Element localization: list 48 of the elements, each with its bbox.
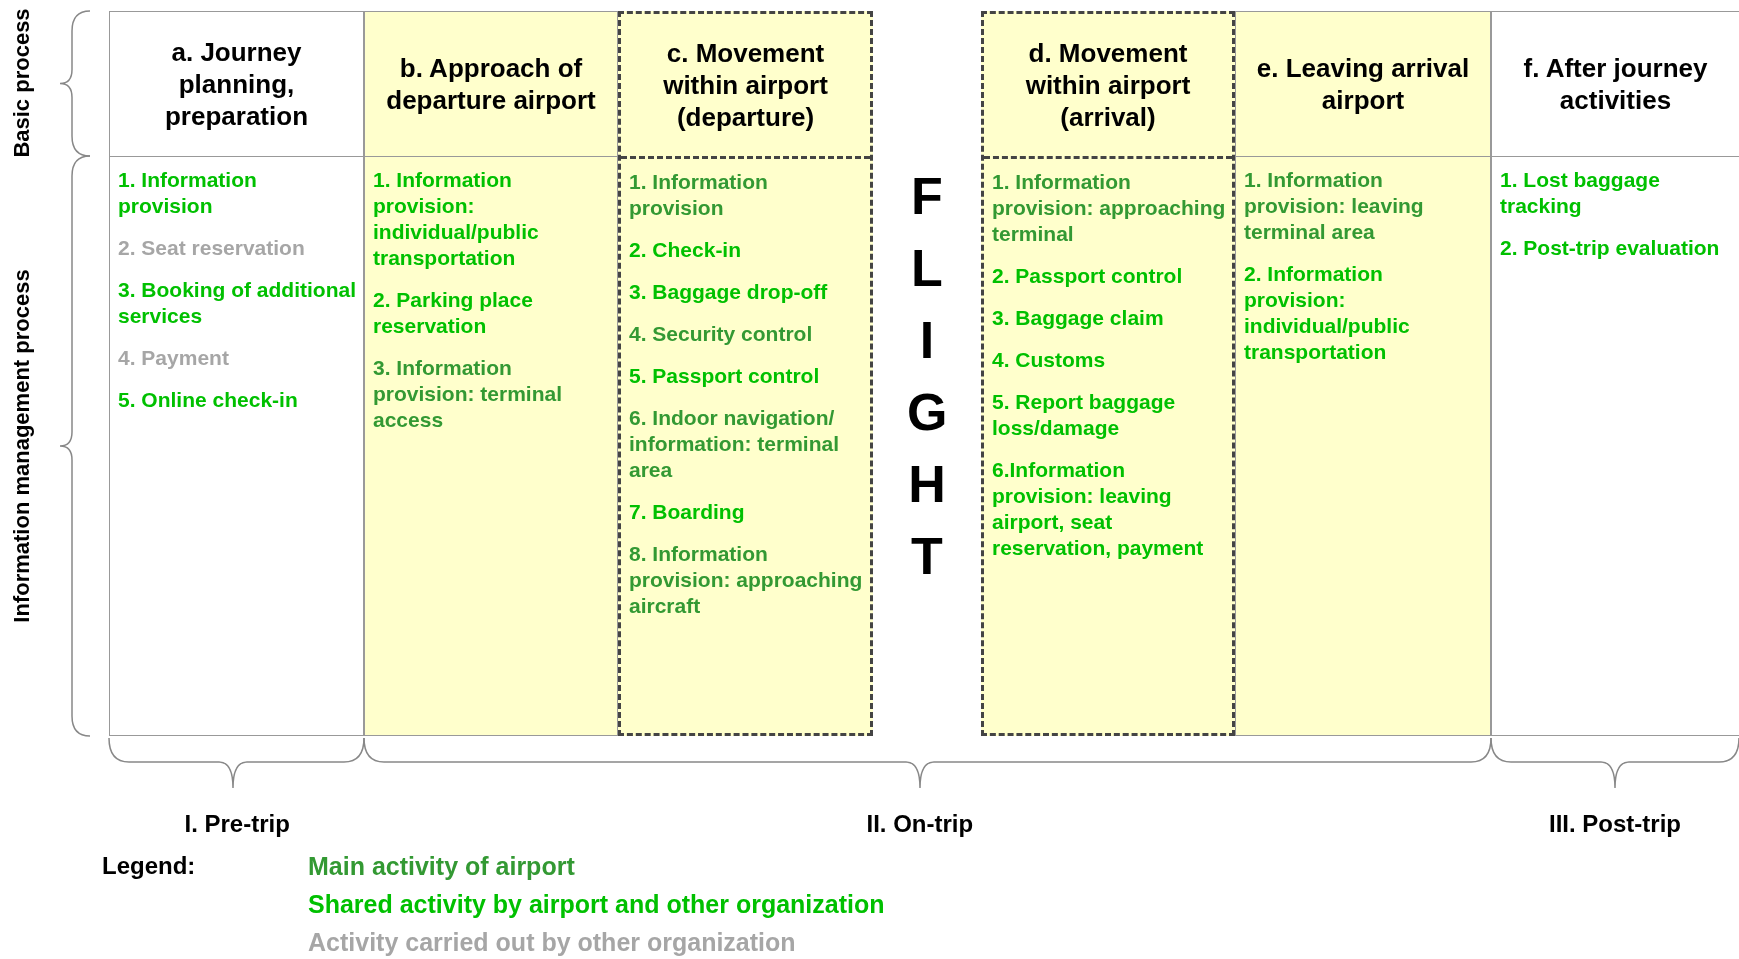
column-heading: e. Leaving arrival airport [1255, 52, 1471, 116]
process-column [1491, 11, 1739, 736]
row-label: Information management process [8, 269, 35, 623]
legend-entry: Main activity of airport [308, 852, 575, 881]
column-heading: b. Approach of departure airport [385, 52, 597, 116]
activity-text: 3. Information provision: terminal access [373, 355, 611, 433]
activity-text: 1. Information provision [118, 167, 357, 219]
legend-entry: Activity carried out by other organization [308, 928, 796, 957]
activity-text: 5. Report baggage loss/damage [992, 389, 1226, 441]
activity-text: 5. Passport control [629, 363, 864, 389]
activity-text: 1. Information provision: individual/public transportation [373, 167, 611, 271]
phase-label: II. On-trip [866, 810, 974, 838]
activity-text: 3. Booking of additional services [118, 277, 357, 329]
activity-text: 6.Information provision: leaving airport, seat reservation, payment [992, 457, 1226, 561]
activity-text: 7. Boarding [629, 499, 864, 525]
process-column [364, 11, 618, 736]
process-column [981, 11, 1235, 736]
activity-text: 2. Information provision: individual/public transportation [1244, 261, 1484, 365]
activity-text: 4. Customs [992, 347, 1226, 373]
activity-text: 4. Payment [118, 345, 357, 371]
activity-text: 5. Online check-in [118, 387, 357, 413]
activity-text: 2. Parking place reservation [373, 287, 611, 339]
activity-text: 1. Lost baggage tracking [1500, 167, 1733, 219]
activity-text: 1. Information provision [629, 169, 864, 221]
flight-label: FLIGHT [907, 166, 947, 587]
activity-text: 2. Check-in [629, 237, 864, 263]
process-column [109, 11, 364, 736]
activity-text: 4. Security control [629, 321, 864, 347]
phase-label: III. Post-trip [1549, 810, 1681, 838]
legend-title: Legend: [102, 852, 196, 880]
activity-text: 1. Information provision: leaving terminal area [1244, 167, 1484, 245]
activity-text: 3. Baggage claim [992, 305, 1226, 331]
column-heading: f. After journey activities [1522, 52, 1709, 116]
activity-text: 8. Information provision: approaching aircraft [629, 541, 864, 619]
activity-text: 3. Baggage drop-off [629, 279, 864, 305]
activity-text: 1. Information provision: approaching terminal [992, 169, 1226, 247]
activity-text: 2. Seat reservation [118, 235, 357, 261]
column-heading: d. Movement within airport (arrival) [1024, 37, 1192, 133]
row-label: Basic process [8, 8, 35, 158]
column-heading: c. Movement within airport (departure) [662, 37, 829, 133]
activity-text: 2. Post-trip evaluation [1500, 235, 1733, 261]
activity-text: 6. Indoor navigation/ information: terminal area [629, 405, 864, 483]
process-column [1235, 11, 1491, 736]
column-heading: a. Journey planning, preparation [164, 36, 309, 132]
activity-text: 2. Passport control [992, 263, 1226, 289]
phase-label: I. Pre-trip [184, 810, 290, 838]
legend-entry: Shared activity by airport and other organization [308, 890, 885, 919]
process-column [618, 11, 873, 736]
